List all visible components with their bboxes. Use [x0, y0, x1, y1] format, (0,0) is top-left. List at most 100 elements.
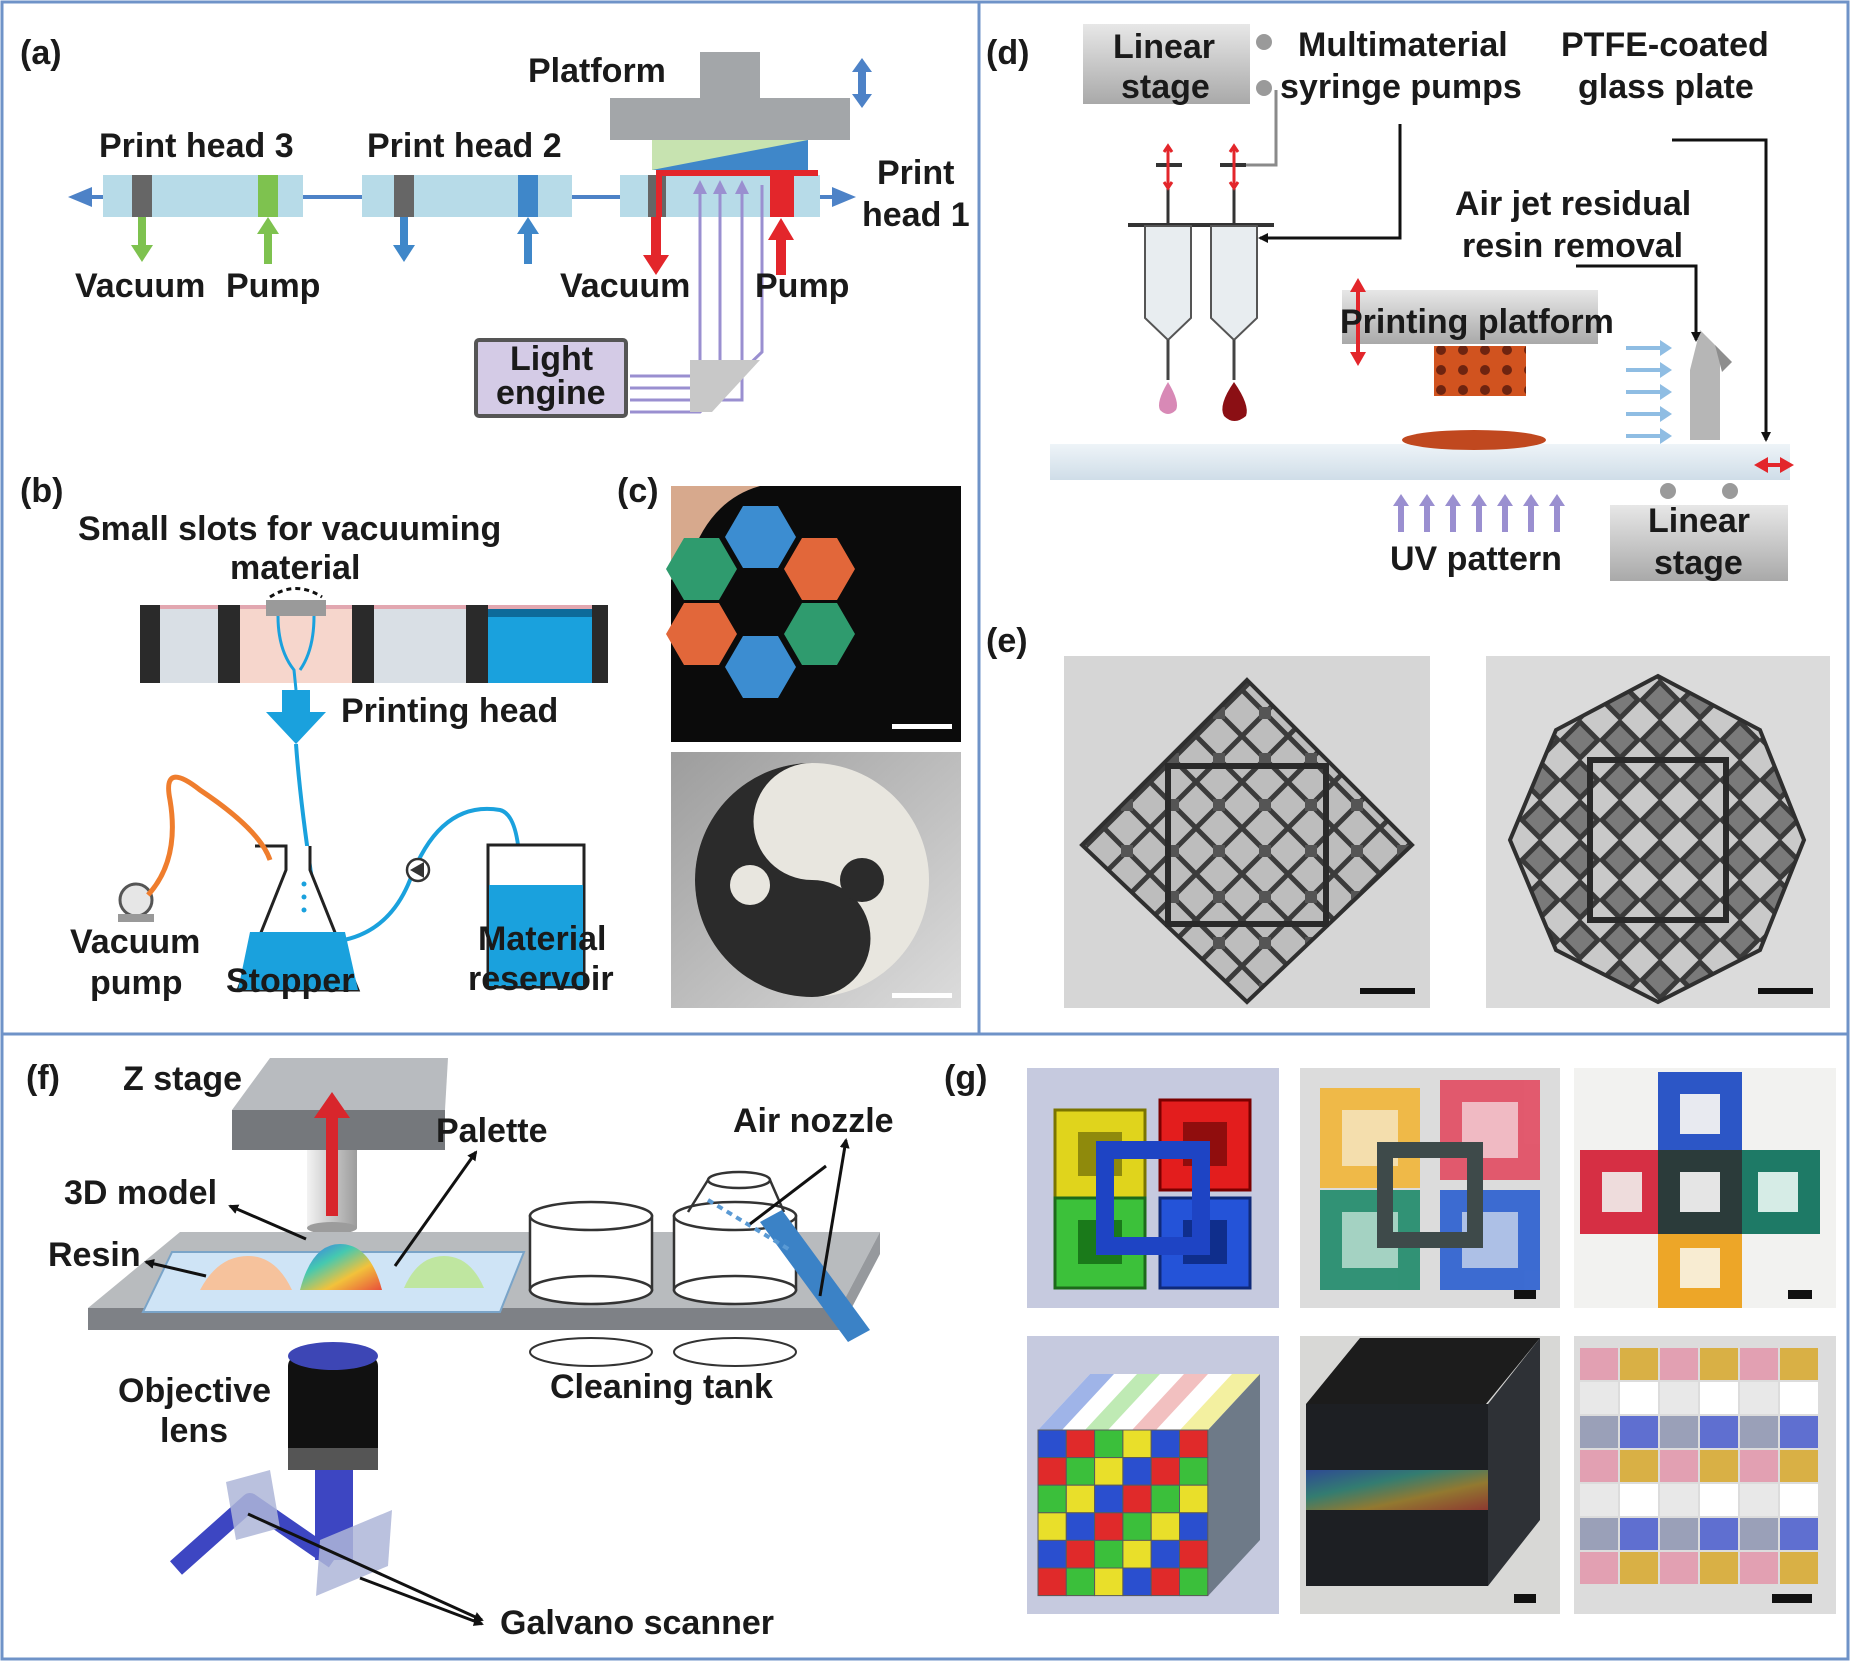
stage-plate-edge — [88, 1308, 840, 1330]
pixel-cell — [1700, 1552, 1738, 1584]
panel-d-label: (d) — [986, 34, 1029, 72]
checker-cell — [1037, 1429, 1067, 1459]
linear-stage-top — [1083, 24, 1250, 104]
checker-cell — [1122, 1539, 1152, 1569]
checker-cell — [1179, 1567, 1209, 1597]
head3-pump-port — [258, 175, 278, 217]
scale-bar-g3 — [1514, 1594, 1536, 1603]
checker-cell — [1065, 1484, 1096, 1514]
panel-e-label: (e) — [986, 622, 1028, 660]
printing-head-label: Printing head — [341, 692, 558, 730]
pixel-cell — [1580, 1484, 1618, 1516]
checker-cell — [1122, 1457, 1152, 1486]
panel-f: (f) — [26, 1058, 894, 1642]
checker-cell — [1179, 1484, 1209, 1514]
checker-cell — [1065, 1512, 1096, 1541]
ptfe-label-l2: glass plate — [1578, 68, 1754, 106]
axis-arrow-right — [832, 187, 856, 207]
panel-g-label: (g) — [944, 1059, 987, 1097]
galvano-mirror-2 — [316, 1510, 392, 1596]
print-head-1-label-l1: Print — [877, 154, 954, 192]
objective-lens — [288, 1356, 378, 1462]
glass-plate — [1050, 444, 1790, 480]
star-lattice — [1507, 673, 1807, 1005]
pixel-cell — [1660, 1348, 1698, 1380]
light-engine-label-l2: engine — [496, 374, 606, 412]
checker-cell — [1037, 1484, 1067, 1514]
objective-label-l1: Objective — [118, 1372, 271, 1410]
printed-part-blue — [652, 140, 808, 170]
printer-walls — [140, 605, 608, 683]
pixel-cell — [1780, 1484, 1818, 1516]
checker-cell — [1150, 1484, 1180, 1514]
checker-cell — [1065, 1429, 1096, 1459]
syringe-pumps-l2: syringe pumps — [1280, 68, 1522, 106]
panel-c-label: (c) — [617, 472, 659, 510]
pixel-cell — [1580, 1416, 1618, 1448]
pixel-cell — [1700, 1348, 1738, 1380]
pump-label-right: Pump — [755, 267, 849, 305]
checker-cell — [1037, 1512, 1067, 1541]
head3-pump-arrow — [257, 217, 279, 264]
pixel-cell — [1660, 1382, 1698, 1414]
scale-bar-c2 — [892, 993, 952, 998]
checker-cell — [1179, 1539, 1209, 1569]
platform-updown-arrow — [852, 58, 872, 108]
palette-pointer — [393, 1150, 478, 1267]
checker-cell — [1094, 1539, 1124, 1569]
platform-plate — [610, 98, 850, 140]
checker-cell — [1037, 1457, 1067, 1486]
pixel-cell — [1620, 1518, 1658, 1550]
slots-label-l1: Small slots for vacuuming — [78, 510, 501, 548]
checker-cell — [1179, 1429, 1209, 1459]
galvano-mirror-1 — [226, 1470, 280, 1540]
vacuum-label-left: Vacuum — [75, 267, 205, 305]
vacuum-pump-label-l1: Vacuum — [70, 923, 200, 961]
pixel-cell — [1620, 1450, 1658, 1482]
panel-a-label: (a) — [20, 34, 62, 72]
plate-motion-arrow — [1754, 457, 1794, 473]
platform-updown-arrow-d — [1350, 278, 1366, 366]
pixel-cell — [1660, 1450, 1698, 1482]
checker-cell — [1179, 1512, 1209, 1541]
uv-pattern-label: UV pattern — [1390, 540, 1562, 578]
pixel-cell — [1620, 1382, 1658, 1414]
panel-d: (d) — [986, 24, 1794, 582]
panel-c: (c) — [617, 472, 961, 1008]
print-head-2-label: Print head 2 — [367, 127, 562, 165]
model-pointer — [228, 1204, 307, 1241]
checker-cell — [1065, 1457, 1096, 1486]
checker-cell — [1122, 1484, 1152, 1514]
checker-cell — [1065, 1539, 1096, 1569]
objective-label-l2: lens — [160, 1412, 228, 1450]
z-stage-arrow — [314, 1092, 350, 1216]
ptfe-label-l1: PTFE-coated — [1561, 26, 1769, 64]
vacuum-pump-icon — [118, 882, 154, 918]
pixel-cell — [1700, 1484, 1738, 1516]
resin-label: Resin — [48, 1236, 141, 1274]
head1-pump-port — [770, 176, 794, 217]
pixel-cell — [1660, 1552, 1698, 1584]
checker-cell — [1122, 1512, 1152, 1541]
pixel-cell — [1780, 1518, 1818, 1550]
head3-vacuum-port — [132, 175, 152, 217]
uv-arrowheads — [693, 180, 749, 194]
checker-grid — [1037, 1429, 1209, 1597]
checker-cell — [1150, 1457, 1180, 1486]
panel-a: (a) — [20, 34, 970, 418]
head2-vacuum-arrow — [393, 217, 415, 262]
pixel-cell — [1620, 1552, 1658, 1584]
checker-cell — [1037, 1539, 1067, 1569]
pixel-cell — [1580, 1348, 1618, 1380]
pixel-cell — [1620, 1348, 1658, 1380]
galvano-label: Galvano scanner — [500, 1604, 774, 1642]
panel-e: (e) — [986, 622, 1830, 1008]
panel-b: (b) — [20, 472, 614, 1002]
syringe-right — [1194, 143, 1274, 421]
uv-pattern-arrows — [1393, 494, 1565, 532]
pixel-cell — [1660, 1484, 1698, 1516]
light-engine-label-l1: Light — [510, 340, 593, 378]
fingers — [671, 486, 760, 580]
cleaning-tank-label: Cleaning tank — [550, 1368, 773, 1406]
